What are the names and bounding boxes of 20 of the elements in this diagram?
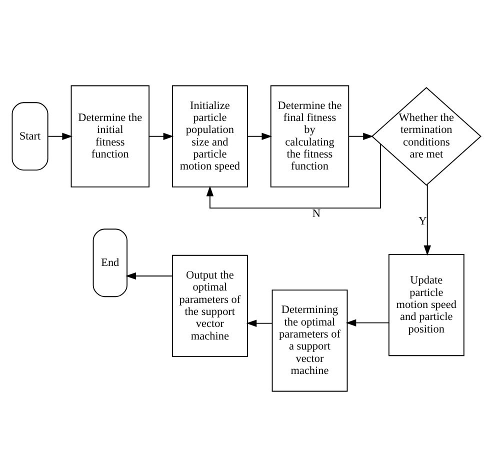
node-box: End [92,228,128,297]
node-box: Output the optimal parameters of the support vector machine [172,254,248,357]
node-box: Start [12,102,48,170]
arrow [348,132,374,140]
edge-label: N [312,208,320,220]
node-box: Determine the final fitness by calculating the fitness function [270,84,350,187]
arrow [148,132,174,140]
node-box: Determining the optimal parameters of a support vector machine [272,289,348,392]
node-box: Initialize particle population size and particle motion speed [172,84,248,187]
arrow [247,132,272,140]
node-box: Update particle motion speed and particle position [388,253,464,356]
arrow [246,319,272,326]
arrow [206,143,381,208]
arrow [126,272,173,280]
node-diamond: Whether the termination conditions are met [371,86,482,186]
node-box: Determine the initial fitness function [70,84,150,187]
arrow [48,132,73,140]
arrow [424,184,431,256]
edge-label: Y [418,214,427,227]
arrow [346,318,390,326]
